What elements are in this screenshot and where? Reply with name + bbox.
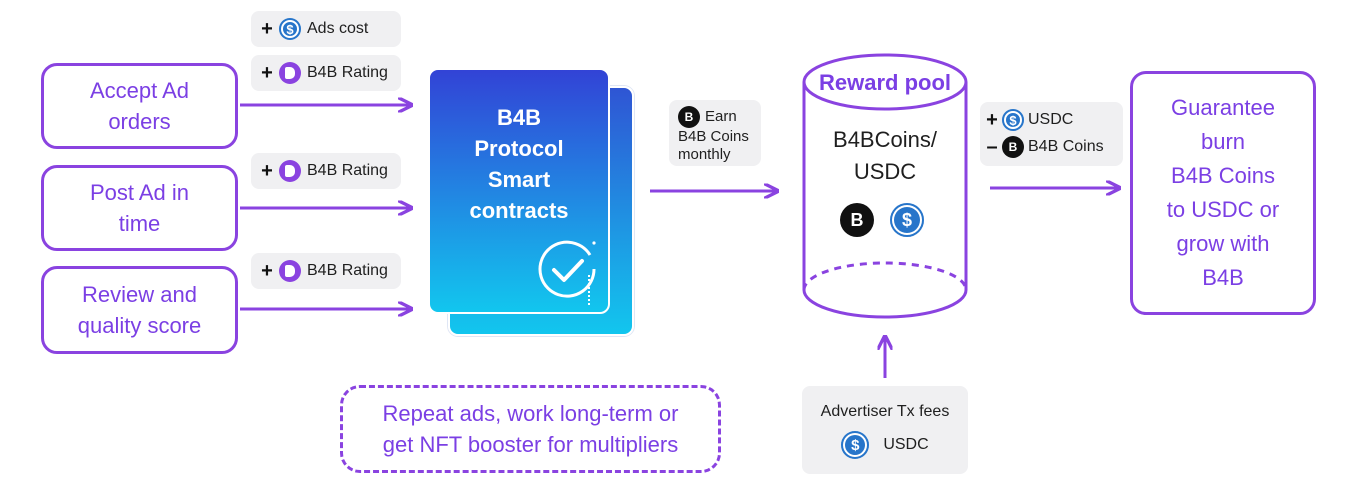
ads-cost-text: Ads cost	[307, 20, 369, 37]
protocol-card-title: B4B Protocol Smart contracts	[430, 102, 608, 226]
b4b-rating-icon	[279, 260, 301, 282]
earn-line2: B4B Coins	[678, 128, 749, 145]
pool-line1: B4BCoins/	[833, 127, 937, 152]
accept-ad-line2: orders	[108, 109, 171, 134]
outcome-box: Guarantee burn B4B Coins to USDC or grow…	[1130, 71, 1316, 315]
fees-title: Advertiser Tx fees	[820, 403, 950, 420]
earn-chip: B Earn B4B Coins monthly	[669, 100, 761, 166]
usdc-icon: $	[1002, 109, 1024, 131]
fees-currency: USDC	[883, 436, 929, 453]
exchange-plus-text: USDC	[1028, 111, 1074, 128]
b4b-rating-icon	[279, 160, 301, 182]
rating-chip-2-sign: +	[261, 159, 273, 182]
check-circle-icon	[538, 240, 596, 298]
protocol-card: B4B Protocol Smart contracts	[428, 68, 610, 314]
accept-ad-orders-box: Accept Ad orders	[41, 63, 238, 149]
outcome-line5: grow with	[1176, 231, 1270, 256]
rating-chip-2-text: B4B Rating	[307, 162, 388, 179]
exchange-minus-text: B4B Coins	[1028, 138, 1104, 155]
rating-chip-3-text: B4B Rating	[307, 262, 388, 279]
earn-line3: monthly	[678, 146, 731, 163]
rating-chip-1: + B4B Rating	[251, 55, 401, 91]
rating-chip-1-text: B4B Rating	[307, 64, 388, 81]
outcome-line6: B4B	[1202, 265, 1244, 290]
exchange-minus-sign: –	[986, 135, 998, 158]
repeat-line1: Repeat ads, work long-term or	[382, 401, 679, 426]
outcome-line4: to USDC or	[1166, 197, 1280, 222]
repeat-line2: get NFT booster for multipliers	[382, 432, 679, 457]
card-corner-dots	[588, 275, 592, 305]
post-ad-line1: Post Ad in	[89, 180, 190, 205]
pool-currency-text: B4BCoins/ USDC	[800, 124, 970, 188]
b4b-coin-icon: B	[678, 106, 700, 128]
outcome-line3: B4B Coins	[1171, 163, 1275, 188]
protocol-line2: Protocol	[474, 136, 564, 161]
advertiser-fees-box: Advertiser Tx fees $ USDC	[802, 386, 968, 474]
review-quality-box: Review and quality score	[41, 266, 238, 354]
reward-pool-cylinder	[802, 53, 968, 319]
protocol-line3: Smart	[487, 167, 551, 192]
exchange-chip: + $ USDC – B B4B Coins	[980, 102, 1123, 166]
post-ad-line2: time	[118, 211, 161, 236]
outcome-line1: Guarantee	[1171, 95, 1275, 120]
ads-cost-sign: +	[261, 17, 273, 40]
b4b-coin-icon: B	[1002, 136, 1024, 158]
usdc-icon: $	[890, 203, 924, 237]
ads-cost-chip: + $ Ads cost	[251, 11, 401, 47]
protocol-line1: B4B	[496, 105, 541, 130]
outcome-line2: burn	[1200, 129, 1246, 154]
rating-chip-2: + B4B Rating	[251, 153, 401, 189]
repeat-ads-box: Repeat ads, work long-term or get NFT bo…	[340, 385, 721, 473]
review-line1: Review and	[82, 282, 197, 307]
b4b-rating-icon	[279, 62, 301, 84]
usdc-icon: $	[279, 18, 301, 40]
rating-chip-3: + B4B Rating	[251, 253, 401, 289]
reward-pool-title: Reward pool	[818, 70, 951, 95]
rating-chip-3-sign: +	[261, 259, 273, 282]
accept-ad-line1: Accept Ad	[89, 78, 190, 103]
b4b-coin-icon: B	[840, 203, 874, 237]
exchange-plus-sign: +	[986, 108, 998, 131]
rating-chip-1-sign: +	[261, 61, 273, 84]
protocol-line4: contracts	[469, 198, 569, 223]
pool-line2: USDC	[853, 159, 917, 184]
review-line2: quality score	[77, 313, 202, 338]
post-ad-in-time-box: Post Ad in time	[41, 165, 238, 251]
earn-line1: Earn	[705, 108, 737, 125]
usdc-icon: $	[841, 431, 870, 459]
